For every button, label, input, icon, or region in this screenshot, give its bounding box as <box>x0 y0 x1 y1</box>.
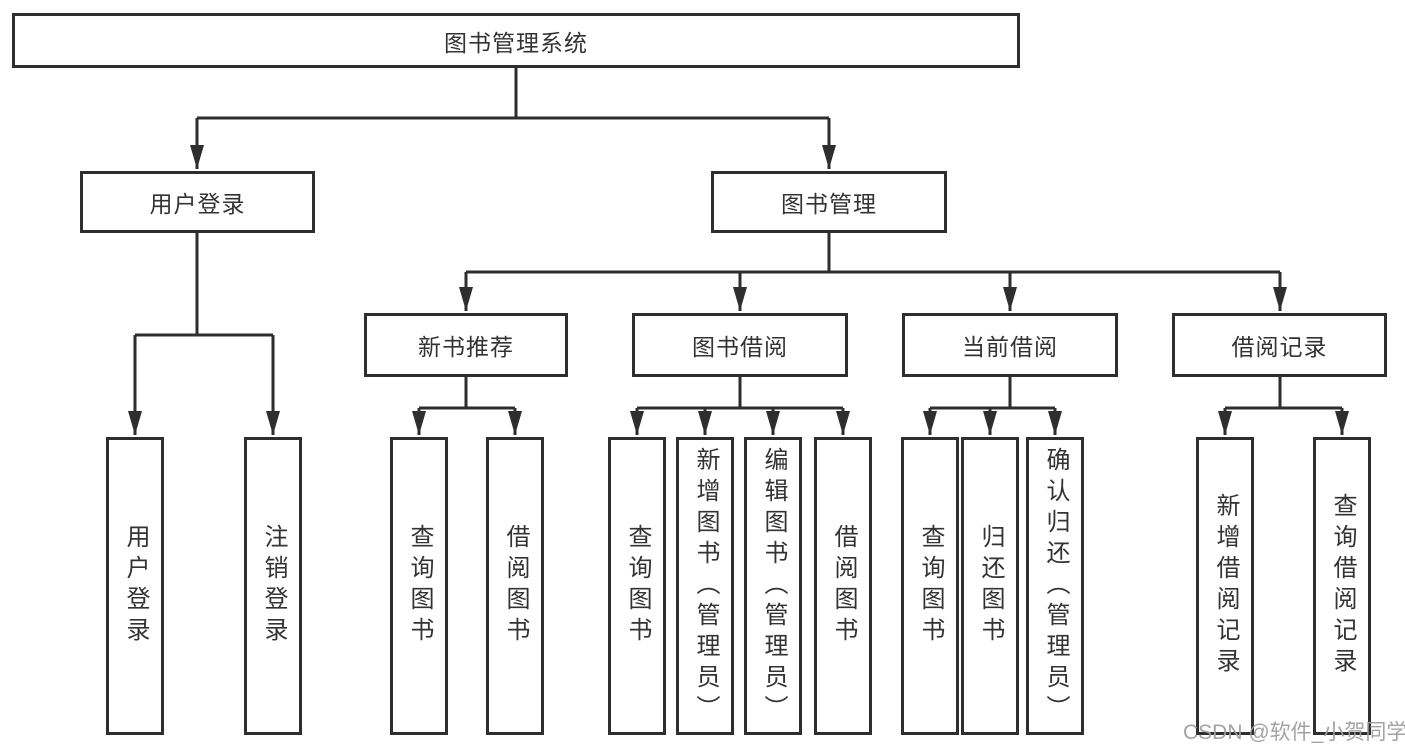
node-user-login: 用户登录 <box>80 171 315 233</box>
leaf-records-add-borrow-record-label: 新增借阅记录 <box>1212 493 1239 679</box>
leaf-userlogin-logout: 注销登录 <box>244 437 302 735</box>
leaf-current-query-books-label: 查询图书 <box>917 524 944 648</box>
leaf-borrowing-query-books: 查询图书 <box>608 437 666 735</box>
leaf-borrowing-edit-books-admin: 编辑图书（管理员） <box>744 437 802 735</box>
node-new-book-recommend: 新书推荐 <box>364 313 568 377</box>
leaf-borrowing-add-books-admin: 新增图书（管理员） <box>676 437 734 735</box>
node-book-management: 图书管理 <box>711 171 947 233</box>
node-book-borrowing: 图书借阅 <box>632 313 848 377</box>
leaf-records-query-borrow-record: 查询借阅记录 <box>1313 437 1371 735</box>
leaf-newbook-query-books-label: 查询图书 <box>406 524 433 648</box>
leaf-borrowing-add-books-admin-label: 新增图书（管理员） <box>692 446 719 726</box>
connector-new-book-recommend-children <box>412 377 522 435</box>
connector-current-borrowing-children <box>923 377 1062 435</box>
node-book-borrowing-label: 图书借阅 <box>692 334 788 360</box>
node-root-system-label: 图书管理系统 <box>444 29 588 56</box>
connector-borrowing-records-children <box>1218 377 1349 435</box>
node-current-borrowing: 当前借阅 <box>902 313 1118 377</box>
leaf-borrowing-query-books-label: 查询图书 <box>624 524 651 648</box>
node-new-book-recommend-label: 新书推荐 <box>418 334 514 360</box>
connector-root-to-level2 <box>190 68 836 169</box>
leaf-current-confirm-return-admin: 确认归还（管理员） <box>1026 437 1084 735</box>
node-current-borrowing-label: 当前借阅 <box>962 334 1058 360</box>
node-root-system: 图书管理系统 <box>12 13 1020 68</box>
watermark-text: CSDN @软件_小贺同学 <box>1183 721 1405 744</box>
leaf-userlogin-user-login: 用户登录 <box>106 437 164 735</box>
leaf-records-add-borrow-record: 新增借阅记录 <box>1196 437 1254 735</box>
leaf-newbook-borrow-books: 借阅图书 <box>486 437 544 735</box>
connector-book-borrowing-children <box>630 377 850 435</box>
leaf-current-return-books-label: 归还图书 <box>977 524 1004 648</box>
leaf-current-query-books: 查询图书 <box>901 437 959 735</box>
node-book-management-label: 图书管理 <box>781 191 877 217</box>
node-user-login-label: 用户登录 <box>149 191 246 217</box>
leaf-current-return-books: 归还图书 <box>961 437 1019 735</box>
leaf-current-confirm-return-admin-label: 确认归还（管理员） <box>1042 446 1069 726</box>
leaf-borrowing-borrow-books-label: 借阅图书 <box>830 524 857 648</box>
leaf-records-query-borrow-record-label: 查询借阅记录 <box>1329 493 1356 679</box>
leaf-newbook-query-books: 查询图书 <box>390 437 448 735</box>
connector-user-login-children <box>128 233 280 435</box>
leaf-newbook-borrow-books-label: 借阅图书 <box>502 524 529 648</box>
leaf-userlogin-logout-label: 注销登录 <box>260 524 287 648</box>
node-borrowing-records-label: 借阅记录 <box>1231 334 1328 360</box>
leaf-borrowing-edit-books-admin-label: 编辑图书（管理员） <box>760 446 787 726</box>
leaf-userlogin-user-login-label: 用户登录 <box>122 524 149 648</box>
leaf-borrowing-borrow-books: 借阅图书 <box>814 437 872 735</box>
connector-book-management-sections <box>459 233 1287 311</box>
node-borrowing-records: 借阅记录 <box>1172 313 1387 377</box>
